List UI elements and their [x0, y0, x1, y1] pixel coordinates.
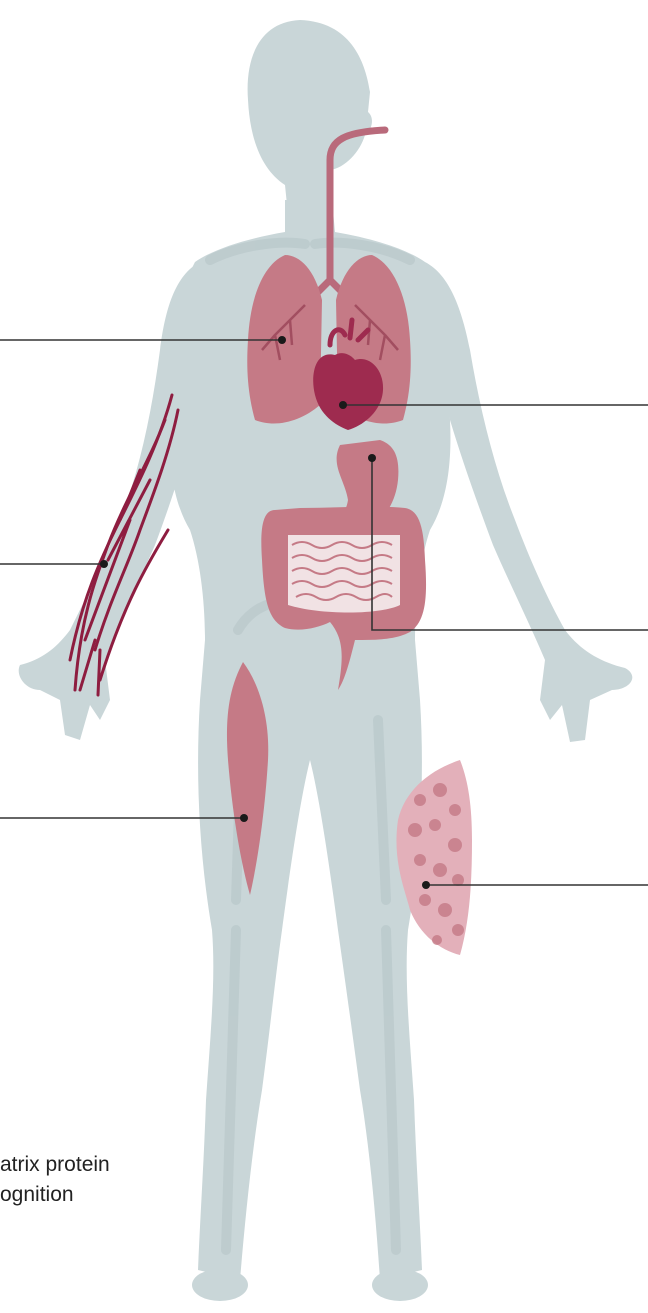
heart-marker [339, 401, 347, 409]
muscle-marker [240, 814, 248, 822]
lungs-marker [278, 336, 286, 344]
caption-line-1: atrix protein [0, 1153, 110, 1177]
vessels-marker [100, 560, 108, 568]
small-intestine [288, 535, 400, 613]
body-silhouette [19, 20, 633, 1301]
adipose-marker [422, 881, 430, 889]
caption-line-2: ognition [0, 1183, 74, 1207]
stomach-marker [368, 454, 376, 462]
